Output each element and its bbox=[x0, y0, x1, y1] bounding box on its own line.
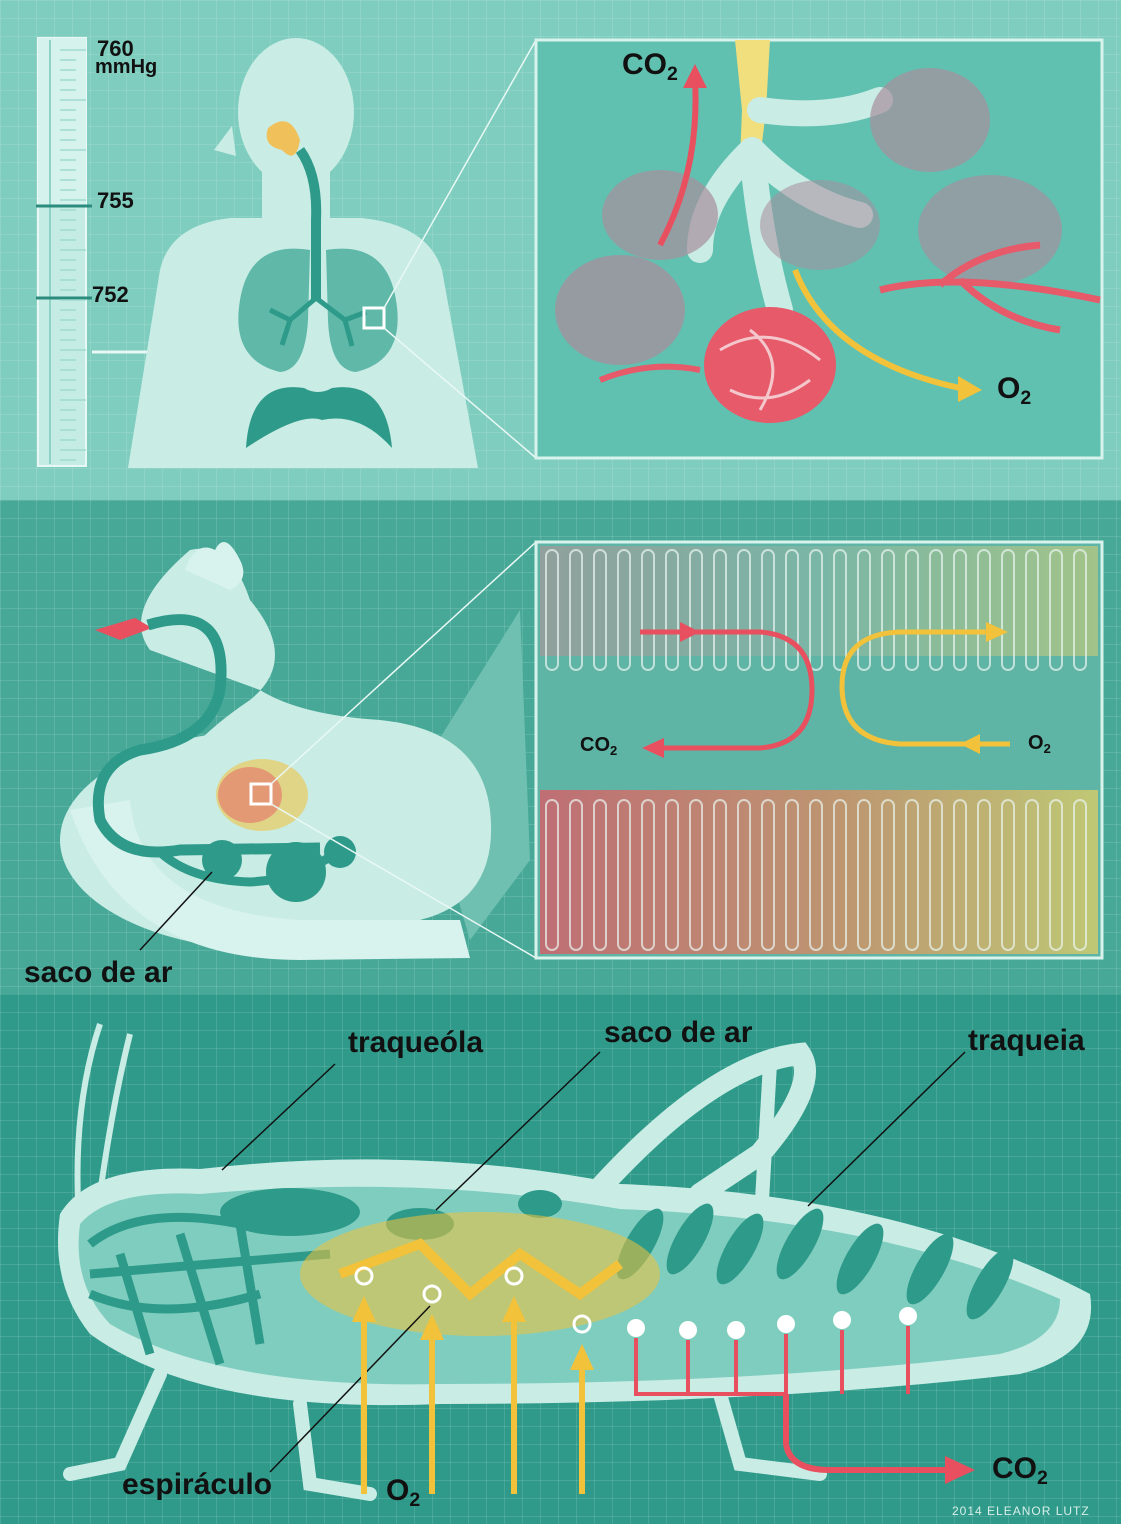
insect-illustration bbox=[0, 994, 1121, 1524]
insect-panel: traqueóla saco de ar traqueia espiráculo… bbox=[0, 994, 1121, 1524]
co2-label-bird: CO2 bbox=[580, 734, 617, 758]
spiracle-closed bbox=[627, 1319, 645, 1337]
air-sac-label-insect: saco de ar bbox=[604, 1016, 752, 1050]
human-body bbox=[128, 38, 536, 468]
spiracle-closed bbox=[777, 1315, 795, 1333]
co2-arrowhead bbox=[945, 1456, 975, 1484]
trachea-label: traqueia bbox=[968, 1024, 1085, 1058]
spiracle-closed bbox=[899, 1307, 917, 1325]
co2-arrow-shaft bbox=[786, 1394, 948, 1470]
bird-illustration bbox=[0, 500, 1121, 994]
air-sac-label-bird: saco de ar bbox=[24, 956, 172, 990]
co2-label-insect: CO2 bbox=[992, 1452, 1048, 1490]
scale-value-low: 752 bbox=[92, 282, 129, 308]
scale-unit: mmHg bbox=[95, 56, 157, 79]
spiracle-closed bbox=[833, 1311, 851, 1329]
human-panel: 760 mmHg 755 752 CO2 O2 bbox=[0, 0, 1121, 500]
spiracle-closed bbox=[727, 1321, 745, 1339]
spiracle-closed bbox=[679, 1321, 697, 1339]
parabronchi-inset bbox=[536, 542, 1102, 958]
artist-credit: 2014 ELEANOR LUTZ bbox=[952, 1504, 1090, 1518]
scale-value-mid: 755 bbox=[97, 188, 134, 214]
o2-label-bird: O2 bbox=[1028, 732, 1051, 756]
bird-panel: CO2 O2 saco de ar bbox=[0, 500, 1121, 994]
human-illustration bbox=[0, 0, 1121, 500]
tracheole-label: traqueóla bbox=[348, 1026, 483, 1060]
bird-body bbox=[60, 542, 536, 960]
spiracle-label: espiráculo bbox=[122, 1468, 272, 1502]
grasshopper-body bbox=[58, 1024, 1091, 1494]
co2-label-human: CO2 bbox=[622, 48, 678, 86]
o2-label-insect: O2 bbox=[386, 1474, 420, 1512]
o2-label-human: O2 bbox=[997, 372, 1031, 410]
